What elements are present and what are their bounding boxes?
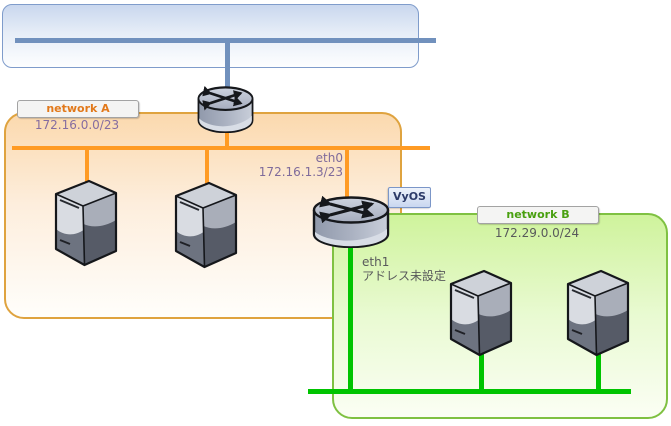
network-a-label: network A [17, 100, 139, 118]
eth0-name: eth0 [315, 151, 343, 165]
upstream-router-link-line [225, 43, 230, 88]
server-icon [566, 269, 630, 357]
edge-router-link-line [225, 124, 229, 148]
network-b-cidr: 172.29.0.0/24 [494, 226, 580, 240]
server-link-line [479, 354, 484, 390]
eth1-label: eth1 アドレス未設定 [362, 255, 492, 283]
eth0-address: 172.16.1.3/23 [258, 165, 343, 179]
eth1-address: アドレス未設定 [362, 269, 447, 283]
network-b-bus-line [308, 389, 631, 394]
server-icon [174, 181, 238, 269]
vyos-name-badge: VyOS [388, 187, 431, 208]
network-a-cidr: 172.16.0.0/23 [34, 118, 120, 132]
server-link-line [596, 354, 601, 390]
server-icon [54, 179, 118, 267]
network-a-bus-line [12, 146, 430, 150]
eth0-link-line [345, 150, 349, 202]
vyos-router-icon [312, 196, 390, 248]
server-link-line [85, 150, 89, 183]
eth1-name: eth1 [362, 255, 390, 269]
eth0-label: eth0 172.16.1.3/23 [243, 151, 343, 179]
upstream-network-zone [2, 4, 419, 68]
server-icon [449, 269, 513, 357]
upstream-bus-line [15, 38, 436, 43]
router-icon [197, 86, 254, 133]
network-b-label: network B [477, 206, 599, 224]
eth1-link-line [348, 244, 353, 390]
server-link-line [205, 150, 209, 185]
